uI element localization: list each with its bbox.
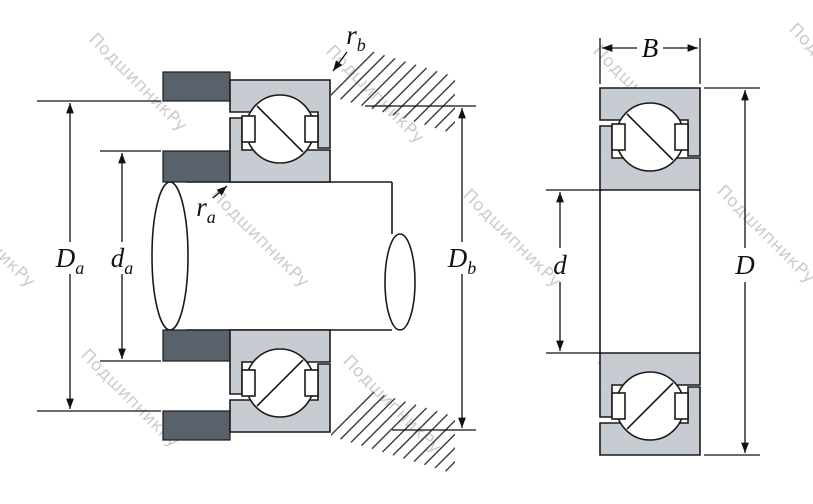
cage (304, 115, 319, 143)
dim-label-B: B (642, 33, 659, 63)
dim-label-D: D (734, 250, 755, 280)
cage (611, 123, 626, 151)
cage (241, 369, 256, 397)
contact-angle-line (626, 113, 674, 161)
shaft-shoulder-top (162, 150, 231, 183)
cage (241, 115, 256, 143)
dim-label-ra: ra (196, 192, 216, 227)
dim-label-Db: Db (447, 243, 477, 278)
dim-label-da: da (111, 243, 134, 278)
housing-shoulder-bottom (162, 410, 231, 441)
contact-angle-line (256, 359, 304, 407)
outer-ring (599, 87, 701, 157)
bearing-section-bottom (229, 329, 331, 433)
watermark-text: ПодшипникРу (321, 41, 428, 148)
watermark-text: ПодшипникРу (0, 185, 39, 292)
dim-label-Da: Da (55, 243, 85, 278)
left-view-mounted-bearing: Da da Db rb ra (37, 20, 477, 472)
dim-label-d: d (553, 250, 567, 280)
dimension-d: d (546, 189, 602, 354)
shaft-end-face (151, 181, 189, 331)
bearing-section-top (599, 87, 701, 191)
cage (304, 369, 319, 397)
contact-angle-line (256, 105, 304, 153)
dim-label-rb: rb (346, 20, 366, 55)
outer-ring (599, 386, 701, 456)
contact-angle-line (626, 382, 674, 430)
dimension-da: da (100, 150, 161, 362)
cage (674, 392, 689, 420)
outer-ring (229, 363, 331, 433)
watermark-text: ПодшипникРу (712, 181, 813, 288)
shaft-shoulder-bottom (162, 329, 231, 362)
housing-hatch-top (331, 51, 455, 132)
housing-shoulder-top (162, 71, 231, 102)
dimension-Da: Da (37, 100, 161, 412)
dimension-Db: Db (365, 105, 477, 431)
abutment-shoulders (162, 71, 231, 441)
callout-rb: rb (332, 20, 366, 72)
bearing-section-top (229, 79, 331, 183)
bearing-section-bottom (599, 352, 701, 456)
dimension-B: B (599, 33, 701, 84)
cage (611, 392, 626, 420)
dimension-D: D (704, 87, 760, 456)
outer-ring (229, 79, 331, 149)
shaft-step-end-face (384, 233, 416, 331)
callout-ra: ra (196, 185, 228, 227)
housing-hatch-bottom (331, 391, 455, 472)
cage (674, 123, 689, 151)
right-view-bearing: B d D (546, 33, 760, 456)
watermark-text: ПодшипникРу (206, 185, 313, 292)
watermark-text: ПодшипникРу (784, 19, 813, 126)
